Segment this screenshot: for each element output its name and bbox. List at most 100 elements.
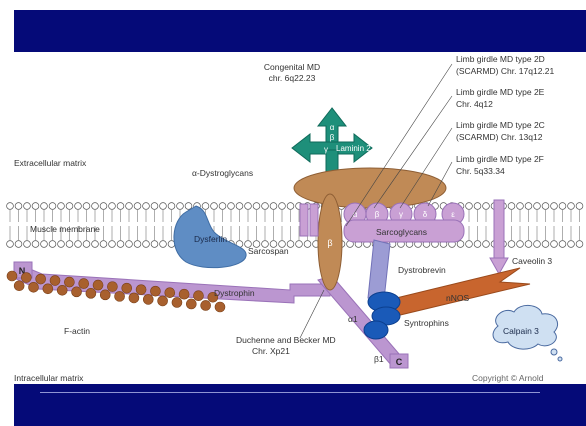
lipid-head (151, 203, 158, 210)
lipid-head (534, 203, 541, 210)
lipid-head (542, 203, 549, 210)
lipid-head (559, 241, 566, 248)
lipid-head (143, 203, 150, 210)
footer-rule (40, 392, 540, 393)
actin-bead (107, 282, 117, 292)
lipid-head (83, 241, 90, 248)
calpain-3-label: Calpain 3 (503, 326, 539, 336)
lipid-head (151, 241, 158, 248)
lgmd-2e-line1: Limb girdle MD type 2E (456, 87, 545, 97)
lipid-head (15, 203, 22, 210)
actin-bead (29, 282, 39, 292)
syntrophin-ovals (364, 292, 400, 339)
lipid-head (483, 203, 490, 210)
actin-bead (193, 291, 203, 301)
lipid-head (576, 241, 583, 248)
lipid-head (517, 241, 524, 248)
footer-band (0, 384, 586, 426)
lipid-head (253, 203, 260, 210)
lipid-head (474, 241, 481, 248)
alpha-dystroglycans-label: α-Dystroglycans (192, 168, 253, 178)
dysferlin-label: Dysferlin (194, 234, 227, 244)
laminin-gamma-label: γ (324, 145, 328, 154)
muscle-membrane-label: Muscle membrane (30, 224, 100, 234)
actin-bead (150, 286, 160, 296)
lgmd-2c-line1: Limb girdle MD type 2C (456, 120, 545, 130)
lipid-head (466, 241, 473, 248)
congenital-md-line1: Congenital MD (264, 62, 320, 72)
lipid-head (185, 203, 192, 210)
actin-bead (57, 285, 67, 295)
actin-bead (122, 283, 132, 293)
actin-bead (143, 294, 153, 304)
sarcospan-bar-1 (300, 204, 308, 236)
actin-bead (186, 299, 196, 309)
lipid-head (126, 241, 133, 248)
lipid-head (534, 241, 541, 248)
sarcoglycans-label: Sarcoglycans (376, 227, 427, 237)
dystrobrevin-label: Dystrobrevin (398, 265, 446, 275)
intracellular-matrix-label: Intracellular matrix (14, 373, 84, 383)
lipid-head (7, 241, 14, 248)
lipid-head (15, 241, 22, 248)
lipid-head (262, 203, 269, 210)
lipid-head (49, 203, 56, 210)
lipid-head (143, 241, 150, 248)
actin-bead (179, 289, 189, 299)
lipid-head (109, 203, 116, 210)
laminin-2-label: Laminin 2 (336, 144, 371, 153)
lipid-head (525, 203, 532, 210)
lipid-head (41, 203, 48, 210)
lipid-head (24, 203, 31, 210)
lipid-head (100, 241, 107, 248)
actin-bead (165, 288, 175, 298)
actin-bead (36, 274, 46, 284)
lipid-head (568, 203, 575, 210)
lipid-head (41, 241, 48, 248)
actin-bead (7, 271, 17, 281)
actin-bead (158, 296, 168, 306)
alpha-dystroglycan-ellipse (294, 168, 446, 208)
lipid-head (296, 241, 303, 248)
lipid-head (109, 241, 116, 248)
syntrophins-label: Syntrophins (404, 318, 449, 328)
lipid-head (177, 203, 184, 210)
sarcospan-bar-2 (310, 204, 318, 236)
actin-bead (86, 288, 96, 298)
lipid-head (134, 241, 141, 248)
lipid-head (75, 203, 82, 210)
lipid-head (474, 203, 481, 210)
lipid-head (551, 203, 558, 210)
sarcoglycan-subunit-label: β (375, 210, 380, 219)
lipid-head (92, 203, 99, 210)
laminin-beta-label: β (330, 133, 335, 142)
lipid-head (568, 241, 575, 248)
actin-bead (201, 300, 211, 310)
lipid-head (279, 203, 286, 210)
actin-bead (72, 287, 82, 297)
lipid-head (304, 241, 311, 248)
sarcospan-label: Sarcospan (248, 246, 289, 256)
lgmd-2d-line1: Limb girdle MD type 2D (456, 54, 545, 64)
lipid-head (32, 203, 39, 210)
actin-bead (43, 284, 53, 294)
lipid-head (551, 241, 558, 248)
lipid-head (508, 203, 515, 210)
actin-bead (215, 302, 225, 312)
extracellular-matrix-label: Extracellular matrix (14, 158, 87, 168)
lgmd-2c-line2: (SCARMD) Chr. 13q12 (456, 132, 543, 142)
lipid-head (117, 203, 124, 210)
dystrophin-label: Dystrophin (214, 288, 255, 298)
lipid-head (236, 203, 243, 210)
lipid-head (117, 241, 124, 248)
f-actin-label: F-actin (64, 326, 90, 336)
lipid-head (508, 241, 515, 248)
congenital-md-line2: chr. 6q22.23 (269, 73, 316, 83)
caveolin-3-label: Caveolin 3 (512, 256, 552, 266)
lipid-head (134, 203, 141, 210)
lipid-head (100, 203, 107, 210)
lipid-head (32, 241, 39, 248)
lipid-head (75, 241, 82, 248)
